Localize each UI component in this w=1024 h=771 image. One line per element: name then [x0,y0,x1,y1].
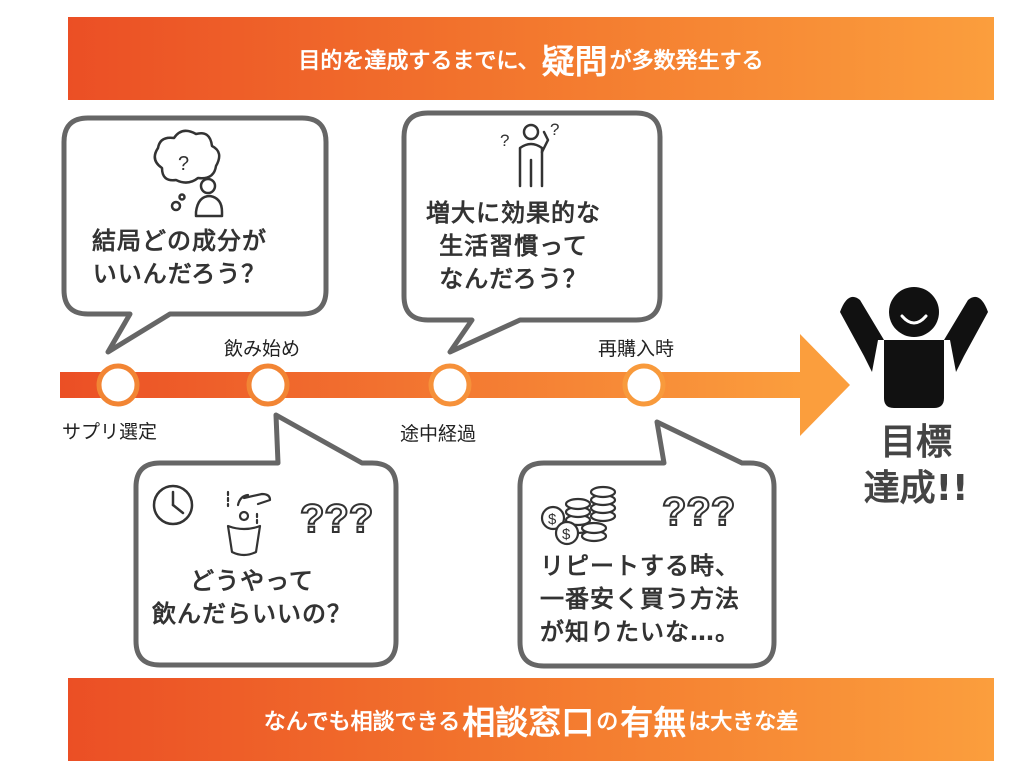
bottom-banner: なんでも相談できる相談窓口の有無は大きな差 [68,678,994,761]
top-banner: 目的を達成するまでに、疑問が多数発生する [68,17,994,100]
bubble-3-text: 増大に効果的な 生活習慣って なんだろう？ [426,197,601,296]
thinking-person-icon: ? [153,129,224,218]
bottom-banner-text: なんでも相談できる [263,709,461,735]
bubble-3-line-3: なんだろう？ [439,265,588,293]
bubble-4-text: リピートする時、 一番安く買う方法 が知りたいな…。 [540,550,740,649]
svg-text:?: ? [500,131,509,150]
svg-text:?: ? [550,120,559,139]
bubble-3-line-1: 増大に効果的な [426,199,601,227]
goal-line-2: 達成!! [863,468,969,509]
svg-text:$: $ [562,526,571,543]
speech-bubble-3 [401,110,663,355]
pill-glass-icon [226,490,272,557]
question-marks-icon-2: ??? [661,489,736,535]
bubble-4-line-3: が知りたいな…。 [540,618,740,646]
milestone-label-2: 飲み始め [224,338,301,360]
top-banner-text-end: が多数発生する [609,48,764,74]
bubble-4-line-2: 一番安く買う方法 [540,585,740,613]
top-banner-text: 目的を達成するまでに、 [298,48,540,74]
clock-icon [152,484,194,526]
celebrating-person-icon [840,287,988,408]
svg-text:???: ??? [300,497,373,541]
confused-person-icon: ? ? [500,120,559,188]
bubble-2-text: どうやって 飲んだらいいの？ [152,565,352,631]
bottom-banner-text-end: は大きな差 [688,709,799,735]
milestone-marker-3 [428,363,472,407]
goal-text: 目標 達成!! [860,420,972,512]
milestone-marker-2 [246,363,290,407]
bubble-1-line-1: 結局どの成分が [92,227,267,255]
svg-text:???: ??? [662,490,735,534]
speech-bubble-2 [133,412,399,668]
goal-line-1: 目標 [879,422,952,463]
bubble-3-line-2: 生活習慣って [439,232,588,260]
speech-bubble-1 [61,115,329,355]
bottom-banner-emphasis-presence: 有無 [620,702,687,742]
top-banner-emphasis: 疑問 [541,41,608,81]
milestone-label-3: 途中経過 [400,423,477,445]
bubble-1-text: 結局どの成分が いいんだろう？ [92,225,267,291]
milestone-marker-1 [96,363,140,407]
bubble-4-line-1: リピートする時、 [540,552,740,580]
svg-text:$: $ [548,511,557,528]
bubble-1-line-2: いいんだろう？ [92,260,267,288]
svg-text:?: ? [178,153,189,175]
bubble-2-line-1: どうやって [190,567,314,595]
milestone-marker-4 [622,363,666,407]
speech-bubble-4 [517,419,777,669]
bottom-banner-emphasis-consult: 相談窓口 [462,702,595,742]
milestone-label-4: 再購入時 [598,338,675,360]
coins-icon: $ $ [540,485,617,546]
bottom-banner-particle: の [596,709,619,735]
question-marks-icon: ??? [299,496,374,542]
milestone-label-1: サプリ選定 [62,421,158,443]
bubble-2-line-2: 飲んだらいいの？ [152,600,352,628]
